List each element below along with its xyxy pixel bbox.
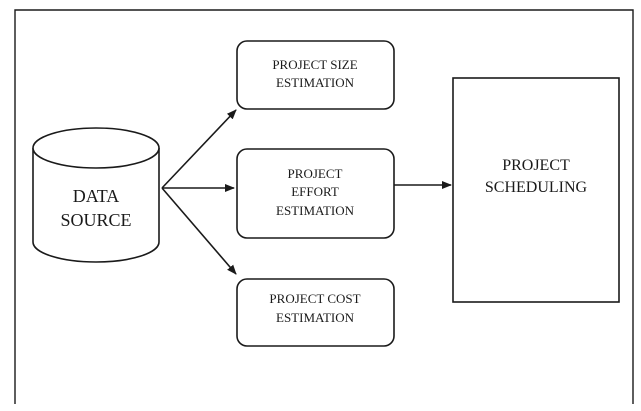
diagram-frame bbox=[14, 9, 634, 404]
cost-estimation-label-line-2: ESTIMATION bbox=[276, 310, 355, 325]
effort-estimation-node: PROJECT EFFORT ESTIMATION bbox=[236, 148, 395, 239]
data-source-label-line-2: SOURCE bbox=[60, 210, 131, 230]
scheduling-node: PROJECT SCHEDULING bbox=[452, 77, 620, 303]
scheduling-label-line-1: PROJECT bbox=[502, 157, 570, 174]
arrow-data-to-size bbox=[161, 109, 237, 189]
arrow-data-to-cost bbox=[161, 187, 237, 275]
effort-estimation-label-line-1: PROJECT bbox=[288, 166, 343, 181]
size-estimation-node: PROJECT SIZE ESTIMATION bbox=[236, 40, 395, 110]
size-estimation-label-line-2: ESTIMATION bbox=[276, 75, 355, 90]
data-source-node: DATA SOURCE bbox=[32, 127, 160, 263]
effort-estimation-label-line-2: EFFORT bbox=[291, 184, 339, 199]
scheduling-label-line-2: SCHEDULING bbox=[485, 179, 588, 196]
cost-estimation-label-line-1: PROJECT COST bbox=[269, 291, 360, 306]
cost-estimation-node: PROJECT COST ESTIMATION bbox=[236, 278, 395, 347]
data-source-label-line-1: DATA bbox=[73, 186, 120, 206]
size-estimation-label-line-1: PROJECT SIZE bbox=[272, 57, 357, 72]
effort-estimation-label-line-3: ESTIMATION bbox=[276, 203, 355, 218]
